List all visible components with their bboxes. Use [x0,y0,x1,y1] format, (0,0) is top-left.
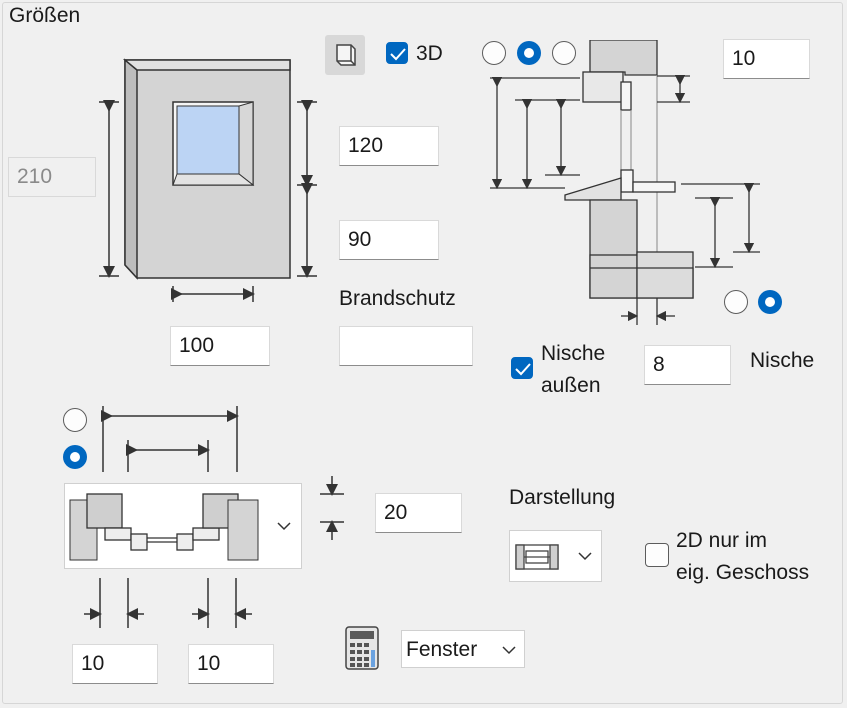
darstellung-dropdown[interactable] [509,530,602,582]
nische-aussen-label-line2: außen [541,374,601,397]
nische-side-label: Nische [750,349,815,372]
reveal-left-field[interactable]: 10 [72,644,158,684]
parapet-height-field[interactable]: 90 [339,220,439,260]
position-radio-2[interactable] [517,41,541,65]
only-2d-own-storey-checkbox[interactable] [645,543,669,567]
plan-symbol-icon [515,544,559,570]
chevron-down-icon [578,552,592,561]
frame-profile-dropdown[interactable] [64,483,302,569]
reveal-dimensions [84,578,252,628]
brandschutz-label: Brandschutz [339,287,456,310]
checkmark-icon [515,363,531,376]
view-3d-checkbox[interactable] [386,42,408,64]
reveal-mode-radio-2[interactable] [63,445,87,469]
frame-depth-dimension [320,476,344,540]
reveal-mode-radio-1[interactable] [63,408,87,432]
position-radio-3[interactable] [552,41,576,65]
darstellung-label: Darstellung [509,486,616,509]
frame-depth-field[interactable]: 20 [375,493,462,533]
view-3d-icon-button[interactable] [325,35,365,75]
total-height-field: 210 [8,157,96,197]
width-field[interactable]: 100 [170,326,270,366]
nische-aussen-checkbox[interactable] [511,357,533,379]
nische-side-radio-2[interactable] [758,290,782,314]
checkmark-icon [390,48,406,61]
only-2d-label-line1: 2D nur im [676,529,768,552]
nische-aussen-label-line1: Nische [541,342,606,365]
frame-width-dimensions [101,406,239,472]
calculator-icon[interactable] [344,625,380,671]
nische-depth-field[interactable]: 8 [644,345,731,385]
only-2d-label-line2: eig. Geschoss [676,561,810,584]
top-offset-field[interactable]: 10 [723,39,810,79]
brandschutz-field[interactable] [339,326,473,366]
reveal-right-field[interactable]: 10 [188,644,274,684]
position-radio-1[interactable] [482,41,506,65]
wall-opening-elevation [99,58,317,302]
view-3d-label: 3D [416,42,443,65]
chevron-down-icon [502,646,516,655]
cube-icon [336,44,356,66]
window-height-field[interactable]: 120 [339,126,439,166]
wall-section-diagram [490,40,760,325]
element-type-value: Fenster [406,638,478,661]
frame-profile-icon [69,493,259,561]
nische-side-radio-1[interactable] [724,290,748,314]
chevron-down-icon [277,522,291,531]
element-type-select[interactable]: Fenster [401,630,525,668]
group-title: Größen [6,4,84,28]
